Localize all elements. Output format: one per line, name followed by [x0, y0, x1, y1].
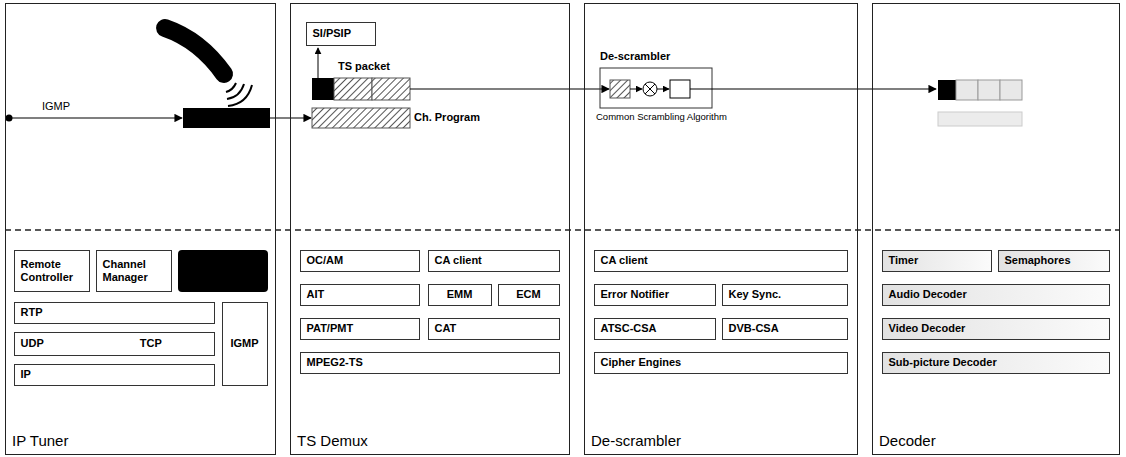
module-box: Channel Manager [96, 250, 172, 292]
module-label: IP [21, 368, 31, 381]
module-label: Video Decoder [889, 322, 966, 335]
tuner-block [183, 108, 270, 128]
module-box: IGMP [222, 302, 268, 386]
descrambler-frame [600, 68, 712, 108]
packet-payload [956, 80, 978, 100]
packet-payload [1000, 80, 1022, 100]
module-label: Audio Decoder [889, 288, 967, 301]
module-label: Semaphores [1005, 254, 1071, 267]
module-panel: CA clientError Notifier Key Sync. ATSC-CSA… [584, 3, 858, 455]
module-box: Audio Decoder [882, 284, 1110, 306]
signal-wave [228, 85, 252, 106]
xor-symbol [645, 84, 655, 94]
flow-line [12, 117, 182, 118]
module-label: RTP [21, 306, 43, 319]
packet-payload [334, 78, 372, 100]
module-box: Key Sync. [722, 284, 848, 306]
module-label: CA client [601, 254, 648, 267]
module-label: Cipher Engines [601, 356, 682, 369]
module-panel: SI/PSIP OC/AM CA clientAIT EMM ECM PAT/PMT CAT… [290, 3, 570, 455]
module-box: IP [14, 364, 215, 386]
module-label: MPEG2-TS [307, 356, 363, 369]
module-label: AIT [307, 288, 325, 301]
signal-wave [226, 83, 236, 92]
module-box: MPEG2-TS [300, 352, 560, 374]
packet-header [312, 78, 334, 100]
module-label: DVB-CSA [729, 322, 779, 335]
module-box: ATSC-CSA [594, 318, 716, 340]
module-box: Error Notifier [594, 284, 716, 306]
module-box: Sub-picture Decoder [882, 352, 1110, 374]
xor-symbol [643, 82, 657, 96]
module-label: UDP [21, 337, 44, 350]
module-box: Video Decoder [882, 318, 1110, 340]
module-box: Semaphores [998, 250, 1110, 272]
packet-payload [372, 78, 410, 100]
flow-line [630, 89, 642, 90]
module-box: CA client [594, 250, 848, 272]
panel-title: TS Demux [297, 432, 368, 449]
panel-title: De-scrambler [591, 432, 681, 449]
divider-line [5, 229, 1120, 231]
module-box: Cipher Engines [594, 352, 848, 374]
module-box: SI/PSIP [306, 22, 376, 46]
flow-line [318, 48, 319, 78]
remote-control [165, 28, 224, 74]
signal-wave [227, 84, 244, 99]
module-label: Channel Manager [103, 258, 165, 283]
module-label: TCP [140, 337, 162, 350]
module-box: CAT [428, 318, 560, 340]
panel-title: IP Tuner [12, 432, 68, 449]
module-label: Sub-picture Decoder [889, 356, 997, 369]
input-dot [6, 115, 13, 122]
module-box: OC/AM [300, 250, 420, 272]
module-box: ECM [498, 284, 560, 306]
module-label: ECM [516, 288, 540, 301]
module-label: OC/AM [307, 254, 344, 267]
module-label: ATSC-CSA [601, 322, 657, 335]
annotation-label: De-scrambler [600, 50, 670, 63]
module-label: Error Notifier [601, 288, 669, 301]
module-box: Timer [882, 250, 992, 272]
module-box: RTP [14, 302, 215, 324]
module-panel: Timer SemaphoresAudio DecoderVideo Decode… [872, 3, 1120, 455]
module-box: Remote Controller [14, 250, 90, 292]
panel-title: Decoder [879, 432, 936, 449]
decoded-stream [938, 112, 1022, 126]
module-box: EMM [428, 284, 492, 306]
module-label: Key Sync. [729, 288, 782, 301]
annotation-label: Common Scrambling Algorithm [596, 112, 727, 123]
module-label: CAT [435, 322, 457, 335]
channel-program [312, 108, 410, 128]
module-box: UDP TCP [14, 332, 215, 356]
flow-line [690, 88, 936, 89]
annotation-label: IGMP [42, 100, 70, 113]
module-label: Timer [889, 254, 919, 267]
module-label: EMM [447, 288, 473, 301]
packet-payload [978, 80, 1000, 100]
module-label: Remote Controller [21, 258, 83, 283]
module-box: AIT [300, 284, 420, 306]
module-box: PAT/PMT [300, 318, 420, 340]
flow-line [410, 88, 609, 89]
module-label: SI/PSIP [313, 27, 352, 40]
clear-cell [670, 80, 690, 98]
annotation-label: TS packet [338, 60, 390, 73]
module-label: CA client [435, 254, 482, 267]
annotation-label: Ch. Program [414, 111, 480, 124]
scrambled-cell [610, 80, 630, 98]
module-box: DVB-CSA [722, 318, 848, 340]
module-panel: Remote Controller Channel ManagerRTP UDP TC… [5, 3, 276, 455]
module-label: IGMP [230, 337, 258, 350]
module-label: PAT/PMT [307, 322, 354, 335]
tuner-chip [178, 250, 268, 292]
module-box: CA client [428, 250, 560, 272]
flow-line [657, 89, 669, 90]
packet-header [938, 80, 956, 100]
